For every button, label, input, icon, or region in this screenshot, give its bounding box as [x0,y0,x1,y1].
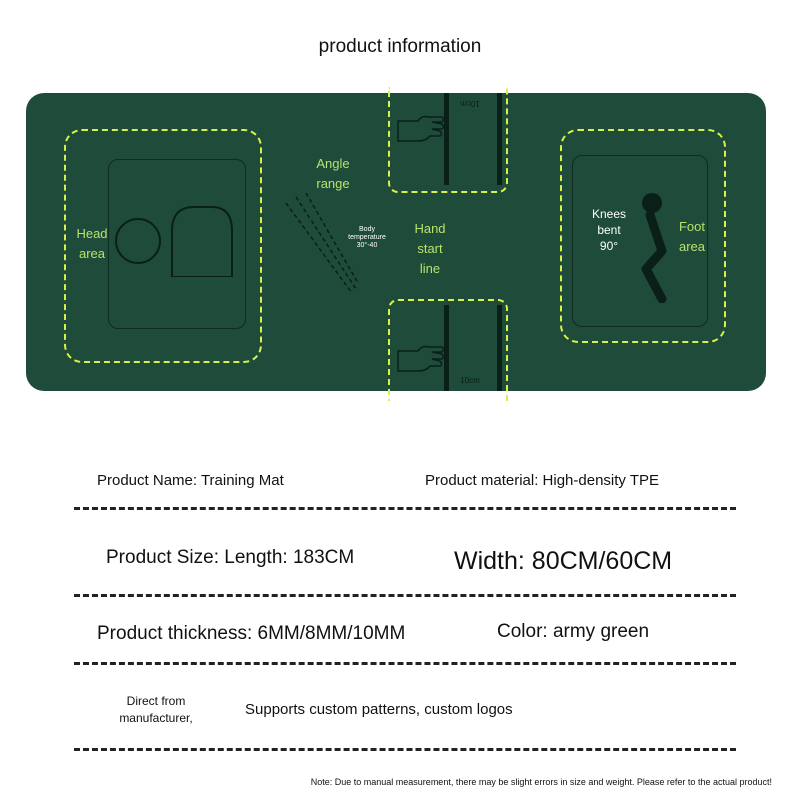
direct-from-manufacturer: Direct from manufacturer, [119,694,193,725]
page-title: product information [318,36,482,57]
ruler-bottom-label: 10cm [460,376,480,385]
product-name: Product Name: Training Mat [97,472,284,489]
hand-zone-bottom [388,299,508,401]
ruler-top [444,93,502,185]
head-area-zone [64,129,262,363]
head-area-label: Head area [76,226,108,261]
custom-support: Supports custom patterns, custom logos [245,701,513,718]
product-color: Color: army green [497,621,650,642]
head-icon [115,206,233,277]
hand-icon-bottom [397,345,445,372]
foot-area-zone [560,129,726,343]
ruler-top-label: 10cm [460,99,480,108]
hand-icon-top [397,115,445,142]
product-width: Width: 80CM/60CM [454,547,673,575]
head-area-frame [108,159,246,329]
product-thickness: Product thickness: 6MM/8MM/10MM [97,623,406,644]
hand-zone-top [388,87,508,193]
foot-area-label: Foot area [678,219,706,254]
separator-3 [74,662,736,665]
product-size: Product Size: Length: 183CM [106,547,355,568]
training-mat-image: Head area Angle range Body temperature 3… [26,87,766,401]
ruler-bottom [444,305,502,391]
product-material: Product material: High-density TPE [425,472,659,489]
separator-4 [74,748,736,751]
knees-bent-label: Knees bent 90° [591,207,627,253]
measurement-note: Note: Due to manual measurement, there m… [310,777,772,787]
angle-range-label: Angle range [316,156,350,191]
foot-area-frame [572,155,708,327]
kneeling-person-icon [641,193,667,303]
separator-1 [74,507,736,510]
body-temperature-label: Body temperature 30°-40 [348,226,386,249]
angle-range-icon [285,193,359,294]
hand-start-line-label: Hand start line [414,221,446,276]
separator-2 [74,594,736,597]
